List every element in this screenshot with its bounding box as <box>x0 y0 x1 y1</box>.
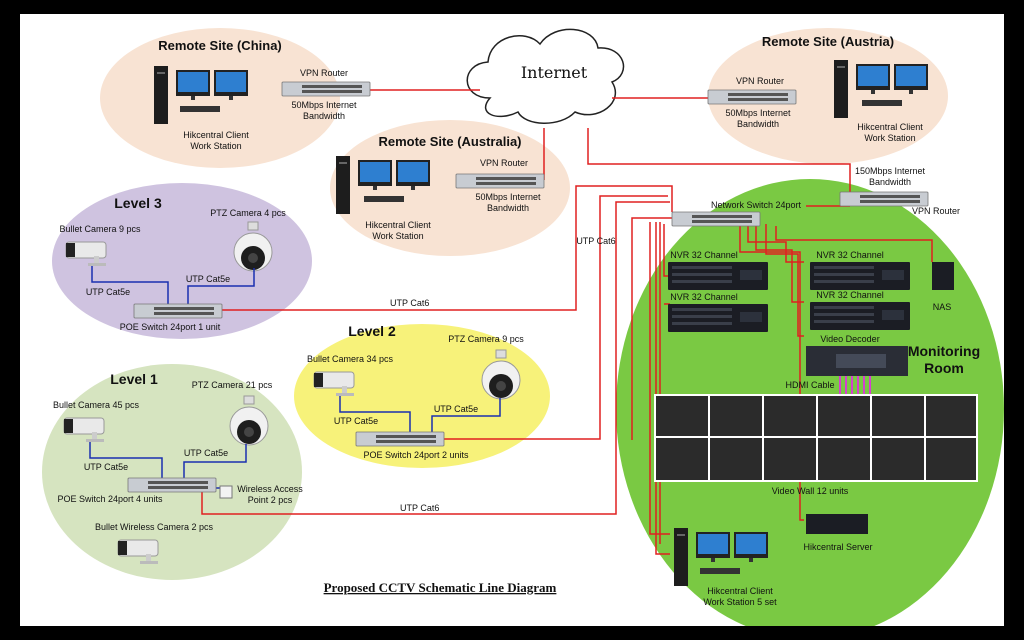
internet-cloud-icon <box>466 28 625 124</box>
level3-zone <box>52 183 312 339</box>
monitoring-network-switch-icon <box>671 211 761 227</box>
nvr-label-1: NVR 32 Channel <box>670 250 738 260</box>
video-wall-label: Video Wall 12 units <box>772 486 849 496</box>
cctv-diagram: Internet UTP Cat6 UTP Cat6 UTP Cat6 Remo… <box>42 28 1004 626</box>
site-china-title: Remote Site (China) <box>158 38 282 53</box>
china-router-label: VPN Router <box>300 68 348 78</box>
level1-poe-switch-icon <box>127 477 217 493</box>
australia-router-label: VPN Router <box>480 158 528 168</box>
austria-keyboard-icon <box>862 100 902 106</box>
nas-label: NAS <box>933 302 952 312</box>
level3-uplink-label: UTP Cat6 <box>390 298 429 308</box>
hikcentral-server-icon <box>806 514 868 534</box>
austria-vpn-router-icon <box>707 89 797 105</box>
monitoring-switch-label: Network Switch 24port <box>711 200 802 210</box>
level2-cable-b-label: UTP Cat5e <box>434 404 478 414</box>
china-monitor-icon <box>176 70 210 100</box>
level2-ptz-label: PTZ Camera 9 pcs <box>448 334 524 344</box>
hikcentral-server-label: Hikcentral Server <box>803 542 872 552</box>
level3-cable-b-label: UTP Cat5e <box>186 274 230 284</box>
diagram-caption: Proposed CCTV Schematic Line Diagram <box>324 580 557 595</box>
level3-cable-a-label: UTP Cat5e <box>86 287 130 297</box>
austria-pc-tower-icon <box>834 60 848 118</box>
hdmi-cable-label: HDMI Cable <box>785 380 834 390</box>
wan-links <box>364 89 851 192</box>
level1-title: Level 1 <box>110 371 158 387</box>
monitoring-monitor-icon <box>734 532 768 562</box>
video-decoder-label: Video Decoder <box>820 334 879 344</box>
level2-title: Level 2 <box>348 323 396 339</box>
wireless-access-point-icon <box>219 485 233 499</box>
internet-label: Internet <box>521 63 588 82</box>
nas-icon <box>932 262 954 290</box>
level1-zone <box>42 364 302 580</box>
hdmi-cables <box>839 376 871 396</box>
trunk-cable-label: UTP Cat6 <box>576 236 615 246</box>
level2-cat5e-links <box>339 396 501 432</box>
level1-bullet-label: Bullet Camera 45 pcs <box>53 400 140 410</box>
site-austria-title: Remote Site (Austria) <box>762 34 894 49</box>
level1-switch-label: POE Switch 24port 4 units <box>57 494 163 504</box>
level3-title: Level 3 <box>114 195 162 211</box>
australia-monitor-icon <box>358 160 392 190</box>
china-pc-tower-icon <box>154 66 168 124</box>
remote-china-zone <box>100 28 340 168</box>
level1-wireless-camera-label: Bullet Wireless Camera 2 pcs <box>95 522 214 532</box>
monitoring-router-label: VPN Router <box>912 206 960 216</box>
nvr-4-icon <box>810 302 910 330</box>
australia-keyboard-icon <box>364 196 404 202</box>
monitoring-vpn-router-icon <box>839 191 929 207</box>
remote-australia-zone <box>330 120 570 256</box>
video-wall <box>654 394 978 482</box>
level2-cable-a-label: UTP Cat5e <box>334 416 378 426</box>
australia-pc-tower-icon <box>336 156 350 214</box>
monitoring-pc-tower-icon <box>674 528 688 586</box>
level2-poe-switch-icon <box>355 431 445 447</box>
level3-poe-switch-icon <box>133 303 223 319</box>
level1-ptz-label: PTZ Camera 21 pcs <box>192 380 273 390</box>
monitoring-keyboard-icon <box>700 568 740 574</box>
level1-cable-a-label: UTP Cat5e <box>84 462 128 472</box>
level2-switch-label: POE Switch 24port 2 units <box>363 450 469 460</box>
video-decoder-panel <box>836 354 886 368</box>
diagram-canvas: Internet UTP Cat6 UTP Cat6 UTP Cat6 Remo… <box>20 14 1004 626</box>
china-vpn-router-icon <box>281 81 371 97</box>
nvr-label-4: NVR 32 Channel <box>816 290 884 300</box>
remote-austria-zone <box>708 28 948 164</box>
level1-uplink-label: UTP Cat6 <box>400 503 439 513</box>
china-keyboard-icon <box>180 106 220 112</box>
nvr-label-3: NVR 32 Channel <box>816 250 884 260</box>
level3-ptz-label: PTZ Camera 4 pcs <box>210 208 286 218</box>
australia-monitor-icon <box>396 160 430 190</box>
australia-vpn-router-icon <box>455 173 545 189</box>
austria-router-label: VPN Router <box>736 76 784 86</box>
nvr-1-icon <box>668 262 768 290</box>
nvr-label-2: NVR 32 Channel <box>670 292 738 302</box>
nvr-3-icon <box>810 262 910 290</box>
monitoring-monitor-icon <box>696 532 730 562</box>
level2-bullet-label: Bullet Camera 34 pcs <box>307 354 394 364</box>
austria-monitor-icon <box>856 64 890 94</box>
site-australia-title: Remote Site (Australia) <box>378 134 521 149</box>
china-monitor-icon <box>214 70 248 100</box>
level3-cat5e-links <box>91 266 255 304</box>
level3-bullet-label: Bullet Camera 9 pcs <box>59 224 141 234</box>
level3-switch-label: POE Switch 24port 1 unit <box>120 322 221 332</box>
austria-monitor-icon <box>894 64 928 94</box>
nvr-2-icon <box>668 304 768 332</box>
level1-cable-b-label: UTP Cat5e <box>184 448 228 458</box>
